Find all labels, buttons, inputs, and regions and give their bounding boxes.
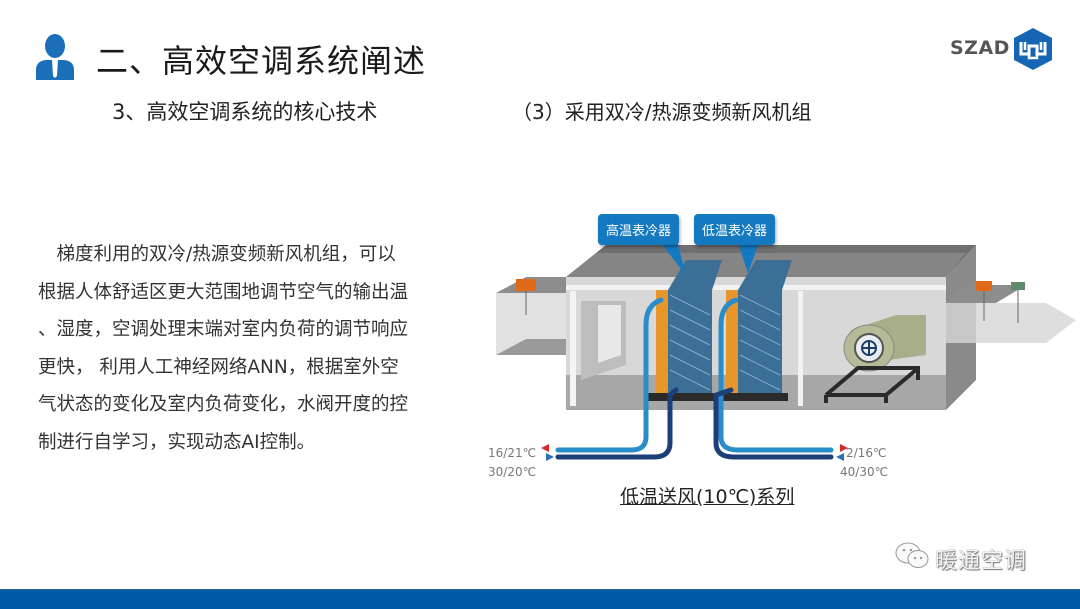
paragraph-line: 梯度利用的双冷/热源变频新风机组，可以 xyxy=(38,244,396,265)
paragraph-line: 气状态的变化及室内负荷变化，水阀开度的控 xyxy=(38,394,409,415)
body-paragraph: 梯度利用的双冷/热源变频新风机组，可以 根据人体舒适区更大范围地调节空气的输出温… xyxy=(38,236,458,461)
page-subtitle: 3、高效空调系统的核心技术 xyxy=(112,100,378,124)
callout-low-temp-coil: 低温表冷器 xyxy=(694,214,776,245)
footer-bar xyxy=(0,589,1080,609)
right-temp-supply: 2/16℃ xyxy=(846,446,887,460)
watermark-text: 暖通空调 xyxy=(935,549,1028,574)
paragraph-line: 、湿度，空调处理末端对室内负荷的调节响应 xyxy=(38,319,409,340)
szad-hexagon-logo-icon xyxy=(1012,27,1054,71)
section-heading: （3）采用双冷/热源变频新风机组 xyxy=(512,100,812,124)
paragraph-line: 更快， 利用人工神经网络ANN，根据室外空 xyxy=(38,356,399,378)
page-title: 二、高效空调系统阐述 xyxy=(96,42,427,80)
logo-text: SZAD xyxy=(950,37,1010,59)
paragraph-line: 根据人体舒适区更大范围地调节空气的输出温 xyxy=(38,281,409,303)
left-temp-supply: 16/21℃ xyxy=(488,446,537,460)
user-icon xyxy=(34,32,76,80)
callout-high-temp-coil: 高温表冷器 xyxy=(598,214,680,245)
ahu-diagram xyxy=(486,205,1080,475)
paragraph-line: 制进行自学习，实现动态AI控制。 xyxy=(38,431,316,453)
right-temp-return: 40/30℃ xyxy=(840,465,889,479)
wechat-icon xyxy=(893,540,933,572)
diagram-caption: 低温送风(10℃)系列 xyxy=(620,486,795,508)
left-temp-return: 30/20℃ xyxy=(488,465,537,479)
